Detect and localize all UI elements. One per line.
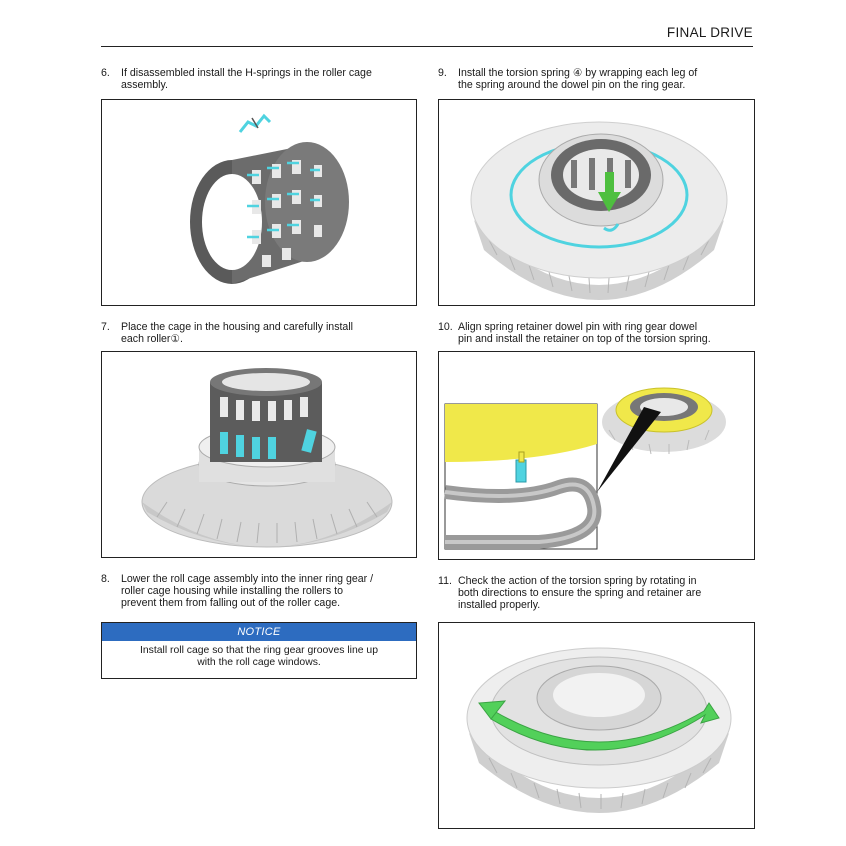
step-text-line: the spring around the dowel pin on the r… [458, 78, 686, 91]
step-text-line: prevent them from falling out of the rol… [121, 596, 341, 609]
step-number: 11. [438, 575, 452, 587]
notice-box: NOTICE Install roll cage so that the rin… [101, 622, 417, 679]
torsion-spring-figure [438, 99, 755, 306]
spring-retainer-figure [438, 351, 755, 560]
step-text-line: pin and install the retainer on top of t… [458, 332, 711, 345]
step-text-line: Place the cage in the housing and carefu… [121, 321, 354, 333]
spring-action-check-figure [438, 622, 755, 829]
h-spring-cage-figure [101, 99, 417, 306]
step-number: 10. [438, 321, 453, 333]
section-title: FINAL DRIVE [666, 25, 753, 40]
page-header: FINAL DRIVE [101, 24, 753, 47]
notice-heading: NOTICE [102, 623, 416, 641]
step-number: 7. [101, 321, 110, 333]
step-text-line: If disassembled install the H-springs in… [121, 67, 372, 79]
step-text-line: roller cage housing while installing the… [121, 584, 343, 597]
step-text-line: Align spring retainer dowel pin with rin… [458, 321, 698, 333]
cage-in-housing-figure [101, 351, 417, 558]
step-text-line: Install the torsion spring ④ by wrapping… [458, 67, 698, 79]
notice-line: with the roll cage windows. [197, 657, 321, 668]
step-text-line: both directions to ensure the spring and… [458, 586, 702, 599]
step-text-line: assembly. [121, 78, 168, 91]
step-text-line: each roller①. [121, 332, 183, 345]
step-number: 6. [101, 67, 110, 79]
step-number: 9. [438, 67, 447, 79]
step-text-line: installed properly. [458, 598, 541, 611]
step-number: 8. [101, 573, 110, 585]
notice-text: Install roll cage so that the ring gear … [102, 641, 416, 669]
step-text-line: Check the action of the torsion spring b… [458, 575, 697, 587]
step-text-line: Lower the roll cage assembly into the in… [121, 573, 374, 585]
notice-line: Install roll cage so that the ring gear … [140, 645, 378, 656]
